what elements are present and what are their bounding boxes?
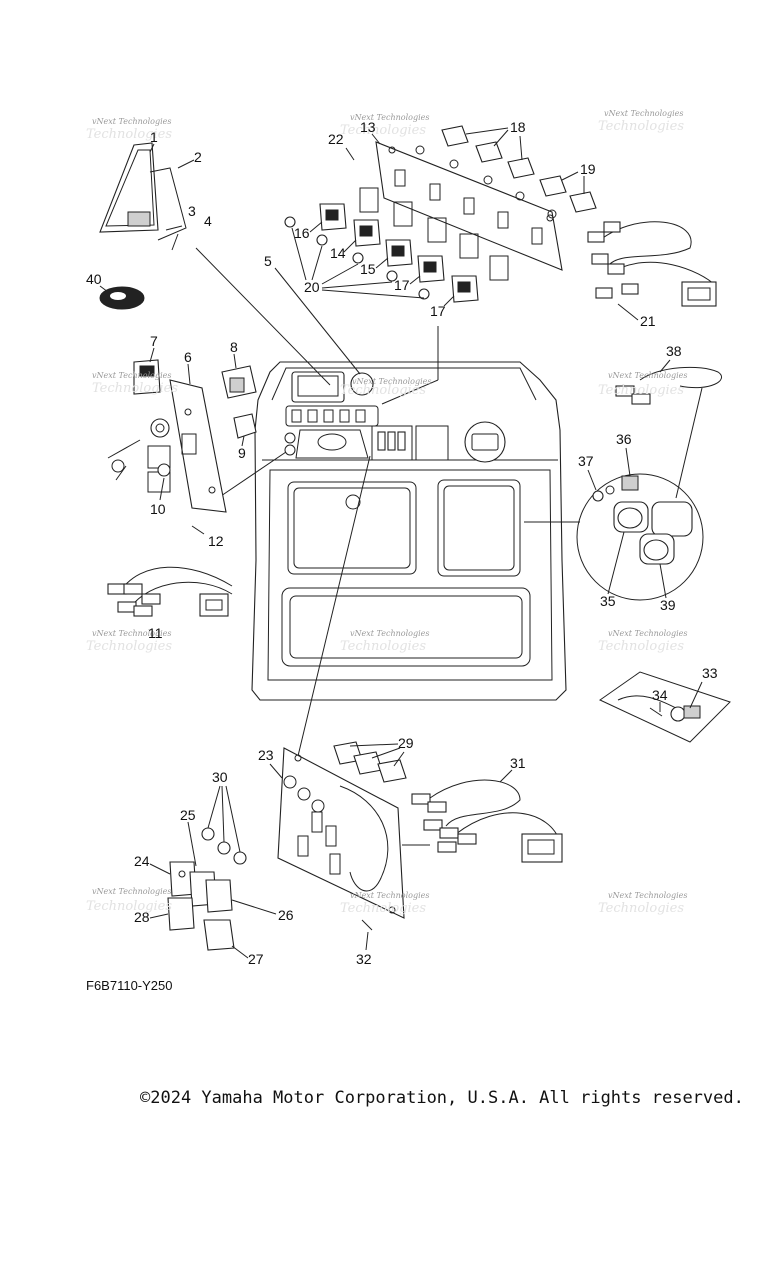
parts-18-19-boots	[415, 125, 597, 219]
callout-26: 26	[278, 907, 294, 923]
callout-9: 9	[238, 445, 246, 461]
svg-text:vNext Technologies: vNext Technologies	[92, 371, 171, 380]
svg-text:vNext Technologies: vNext Technologies	[350, 891, 429, 900]
callout-3: 3	[188, 203, 196, 219]
callout-40: 40	[86, 271, 102, 287]
svg-text:vNext Technologies: vNext Technologies	[350, 113, 429, 122]
svg-text:vNext Technologies: vNext Technologies	[608, 371, 687, 380]
part-1-cover	[99, 142, 159, 233]
callout-11: 11	[148, 625, 163, 641]
svg-text:vNext Technologies: vNext Technologies	[604, 109, 683, 118]
part-29-boots	[333, 741, 407, 783]
svg-text:Technologies: Technologies	[598, 119, 684, 134]
part-12-screw	[191, 525, 205, 535]
callout-31: 31	[510, 755, 526, 771]
callout-24: 24	[134, 853, 150, 869]
part-20-nuts	[284, 216, 430, 300]
svg-text:vNext Technologies: vNext Technologies	[352, 377, 431, 386]
callout-20: 20	[304, 279, 320, 295]
callout-17b: 17	[430, 303, 446, 319]
svg-text:Technologies: Technologies	[598, 901, 684, 916]
callout-10: 10	[150, 501, 166, 517]
callout-19: 19	[580, 161, 596, 177]
rocker-switches-upper	[319, 203, 479, 303]
callout-8: 8	[230, 339, 238, 355]
callout-17a: 17	[394, 277, 410, 293]
callout-4: 4	[204, 213, 212, 229]
part-11-harness	[107, 566, 233, 617]
callout-28: 28	[134, 909, 150, 925]
callout-33: 33	[702, 665, 718, 681]
callout-7: 7	[150, 333, 158, 349]
svg-text:Technologies: Technologies	[86, 639, 172, 654]
callout-34: 34	[652, 687, 668, 703]
callout-14: 14	[330, 245, 346, 261]
callout-6: 6	[184, 349, 192, 365]
svg-text:vNext Technologies: vNext Technologies	[608, 891, 687, 900]
socket-detail-circle	[576, 473, 704, 601]
svg-text:vNext Technologies: vNext Technologies	[92, 117, 171, 126]
callout-13: 13	[360, 119, 376, 135]
svg-text:vNext Technologies: vNext Technologies	[608, 629, 687, 638]
leader-lines	[195, 247, 703, 846]
svg-text:vNext Technologies: vNext Technologies	[92, 887, 171, 896]
svg-text:Technologies: Technologies	[598, 639, 684, 654]
copyright-notice: ©2024 Yamaha Motor Corporation, U.S.A. A…	[140, 1088, 744, 1108]
svg-text:vNext Technologies: vNext Technologies	[92, 629, 171, 638]
part-13-top-panel	[359, 141, 563, 281]
part-40-key-fob	[99, 286, 145, 310]
svg-text:Technologies: Technologies	[86, 899, 172, 914]
callout-16: 16	[294, 225, 310, 241]
callout-22: 22	[328, 131, 344, 147]
callout-23: 23	[258, 747, 274, 763]
watermarks: Technologies vNext Technologies Technolo…	[86, 109, 687, 916]
callout-2: 2	[194, 149, 202, 165]
callout-35: 35	[600, 593, 616, 609]
callout-25: 25	[180, 807, 196, 823]
svg-text:Technologies: Technologies	[340, 901, 426, 916]
figure-code: F6B7110-Y250	[86, 978, 173, 993]
callout-numbers: 1 2 3 4 5 6 7 8 9 10 11 12 13 14 15 16 1…	[86, 119, 718, 967]
part-6-key-panel	[107, 359, 257, 513]
svg-text:Technologies: Technologies	[86, 127, 172, 142]
sockets-35-39	[592, 475, 693, 565]
callout-1: 1	[150, 129, 158, 145]
svg-text:Technologies: Technologies	[340, 123, 426, 138]
callout-29: 29	[398, 735, 414, 751]
callout-5: 5	[264, 253, 272, 269]
callout-12: 12	[208, 533, 224, 549]
parts-diagram: Technologies vNext Technologies Technolo…	[86, 109, 731, 967]
callout-30: 30	[212, 769, 228, 785]
callout-36: 36	[616, 431, 632, 447]
callout-39: 39	[660, 597, 676, 613]
callout-38: 38	[666, 343, 682, 359]
callout-15: 15	[360, 261, 376, 277]
callout-21: 21	[640, 313, 656, 329]
part-23-lower-panel	[277, 747, 405, 919]
callout-32: 32	[356, 951, 372, 967]
svg-text:Technologies: Technologies	[340, 383, 426, 398]
callout-37: 37	[578, 453, 594, 469]
svg-text:Technologies: Technologies	[598, 383, 684, 398]
svg-text:Technologies: Technologies	[92, 381, 178, 396]
part-2-wire	[149, 167, 187, 241]
callout-27: 27	[248, 951, 264, 967]
callout-18: 18	[510, 119, 526, 135]
rocker-switches-lower	[167, 861, 235, 951]
svg-text:vNext Technologies: vNext Technologies	[350, 629, 429, 638]
dash-panel	[251, 361, 567, 701]
part-21-harness	[587, 221, 717, 307]
part-31-harness	[411, 779, 563, 863]
parts-33-34	[599, 671, 731, 743]
svg-text:Technologies: Technologies	[340, 639, 426, 654]
